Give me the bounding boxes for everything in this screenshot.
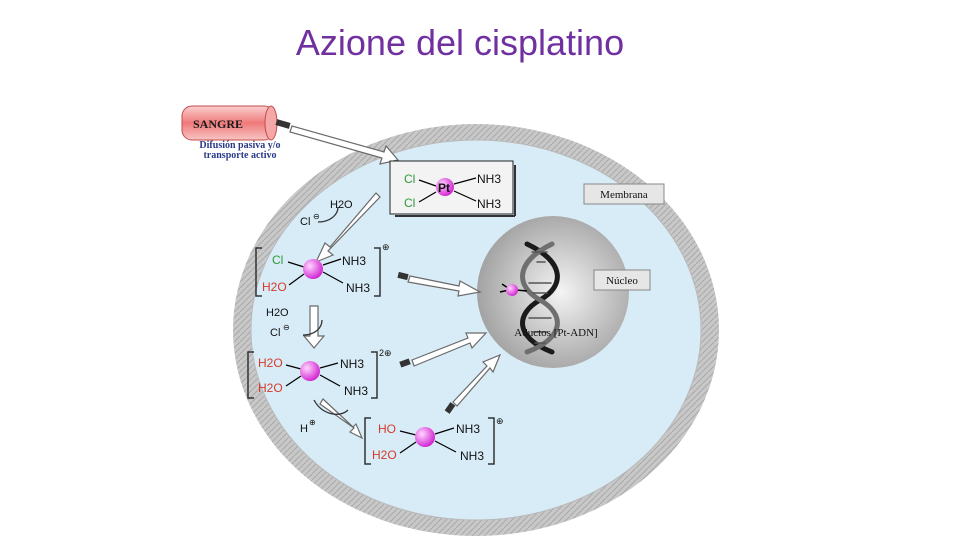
species1-ligand1: Cl (272, 253, 283, 267)
species3-ligand2: H2O (372, 448, 397, 462)
species1-charge: ⊕ (382, 242, 390, 252)
species1-nh3-b: NH3 (346, 281, 370, 295)
species3-nh3-b: NH3 (460, 449, 484, 463)
cisplatin-cl1: Cl (404, 172, 415, 186)
adduct-pt-sphere (506, 284, 518, 296)
species2-nh3-a: NH3 (340, 357, 364, 371)
dna-helix-icon (520, 241, 560, 355)
species2-ligand2: H2O (258, 381, 283, 395)
step1-water: H2O (330, 199, 353, 211)
step2-chloride: Cl (270, 327, 280, 339)
arrows (275, 119, 502, 440)
nucleus-label: Núcleo (606, 275, 638, 287)
membrane-label-box: Membrana (583, 183, 665, 205)
step3-charge: ⊕ (309, 418, 316, 427)
slide-title: Azione del cisplatino (295, 22, 625, 63)
step3-proton: H (300, 423, 308, 435)
species3-charge: ⊕ (496, 416, 504, 426)
species2-nh3-b: NH3 (344, 384, 368, 398)
species-chloro-aqua: Cl H2O NH3 NH3 ⊕ (255, 242, 390, 297)
species-hydroxo-aqua: HO H2O NH3 NH3 ⊕ (364, 416, 504, 465)
blood-label: SANGRE (193, 117, 243, 131)
species-diaqua: H2O H2O NH3 NH3 2⊕ (247, 348, 392, 399)
step2-water: H2O (266, 307, 289, 319)
species1-nh3-a: NH3 (342, 254, 366, 268)
adducts-label: Aductos [Pt-ADN] (514, 327, 597, 339)
step2-charge: ⊖ (283, 323, 290, 332)
nucleus-label-box: Núcleo (593, 269, 651, 291)
membrane-label: Membrana (600, 189, 648, 201)
species2-charge: 2⊕ (379, 348, 392, 358)
blood-desc-line2: transporte activo (203, 150, 276, 161)
cisplatin-pt: Pt (438, 181, 450, 195)
species1-ligand2: H2O (262, 280, 287, 294)
step1-charge: ⊖ (313, 212, 320, 221)
species3-ligand1: HO (378, 422, 396, 436)
species3-nh3-a: NH3 (456, 422, 480, 436)
blood-desc-line1: Difusión pasiva y/o (199, 140, 280, 151)
cisplatin-nh3-b: NH3 (477, 197, 501, 211)
cisplatin-molecule: Cl Cl Pt NH3 NH3 (389, 160, 516, 217)
step1-chloride: Cl (300, 216, 310, 228)
species2-ligand1: H2O (258, 356, 283, 370)
cisplatin-cl2: Cl (404, 196, 415, 210)
blood-label-box: SANGRE (181, 105, 278, 141)
cisplatin-nh3-a: NH3 (477, 172, 501, 186)
